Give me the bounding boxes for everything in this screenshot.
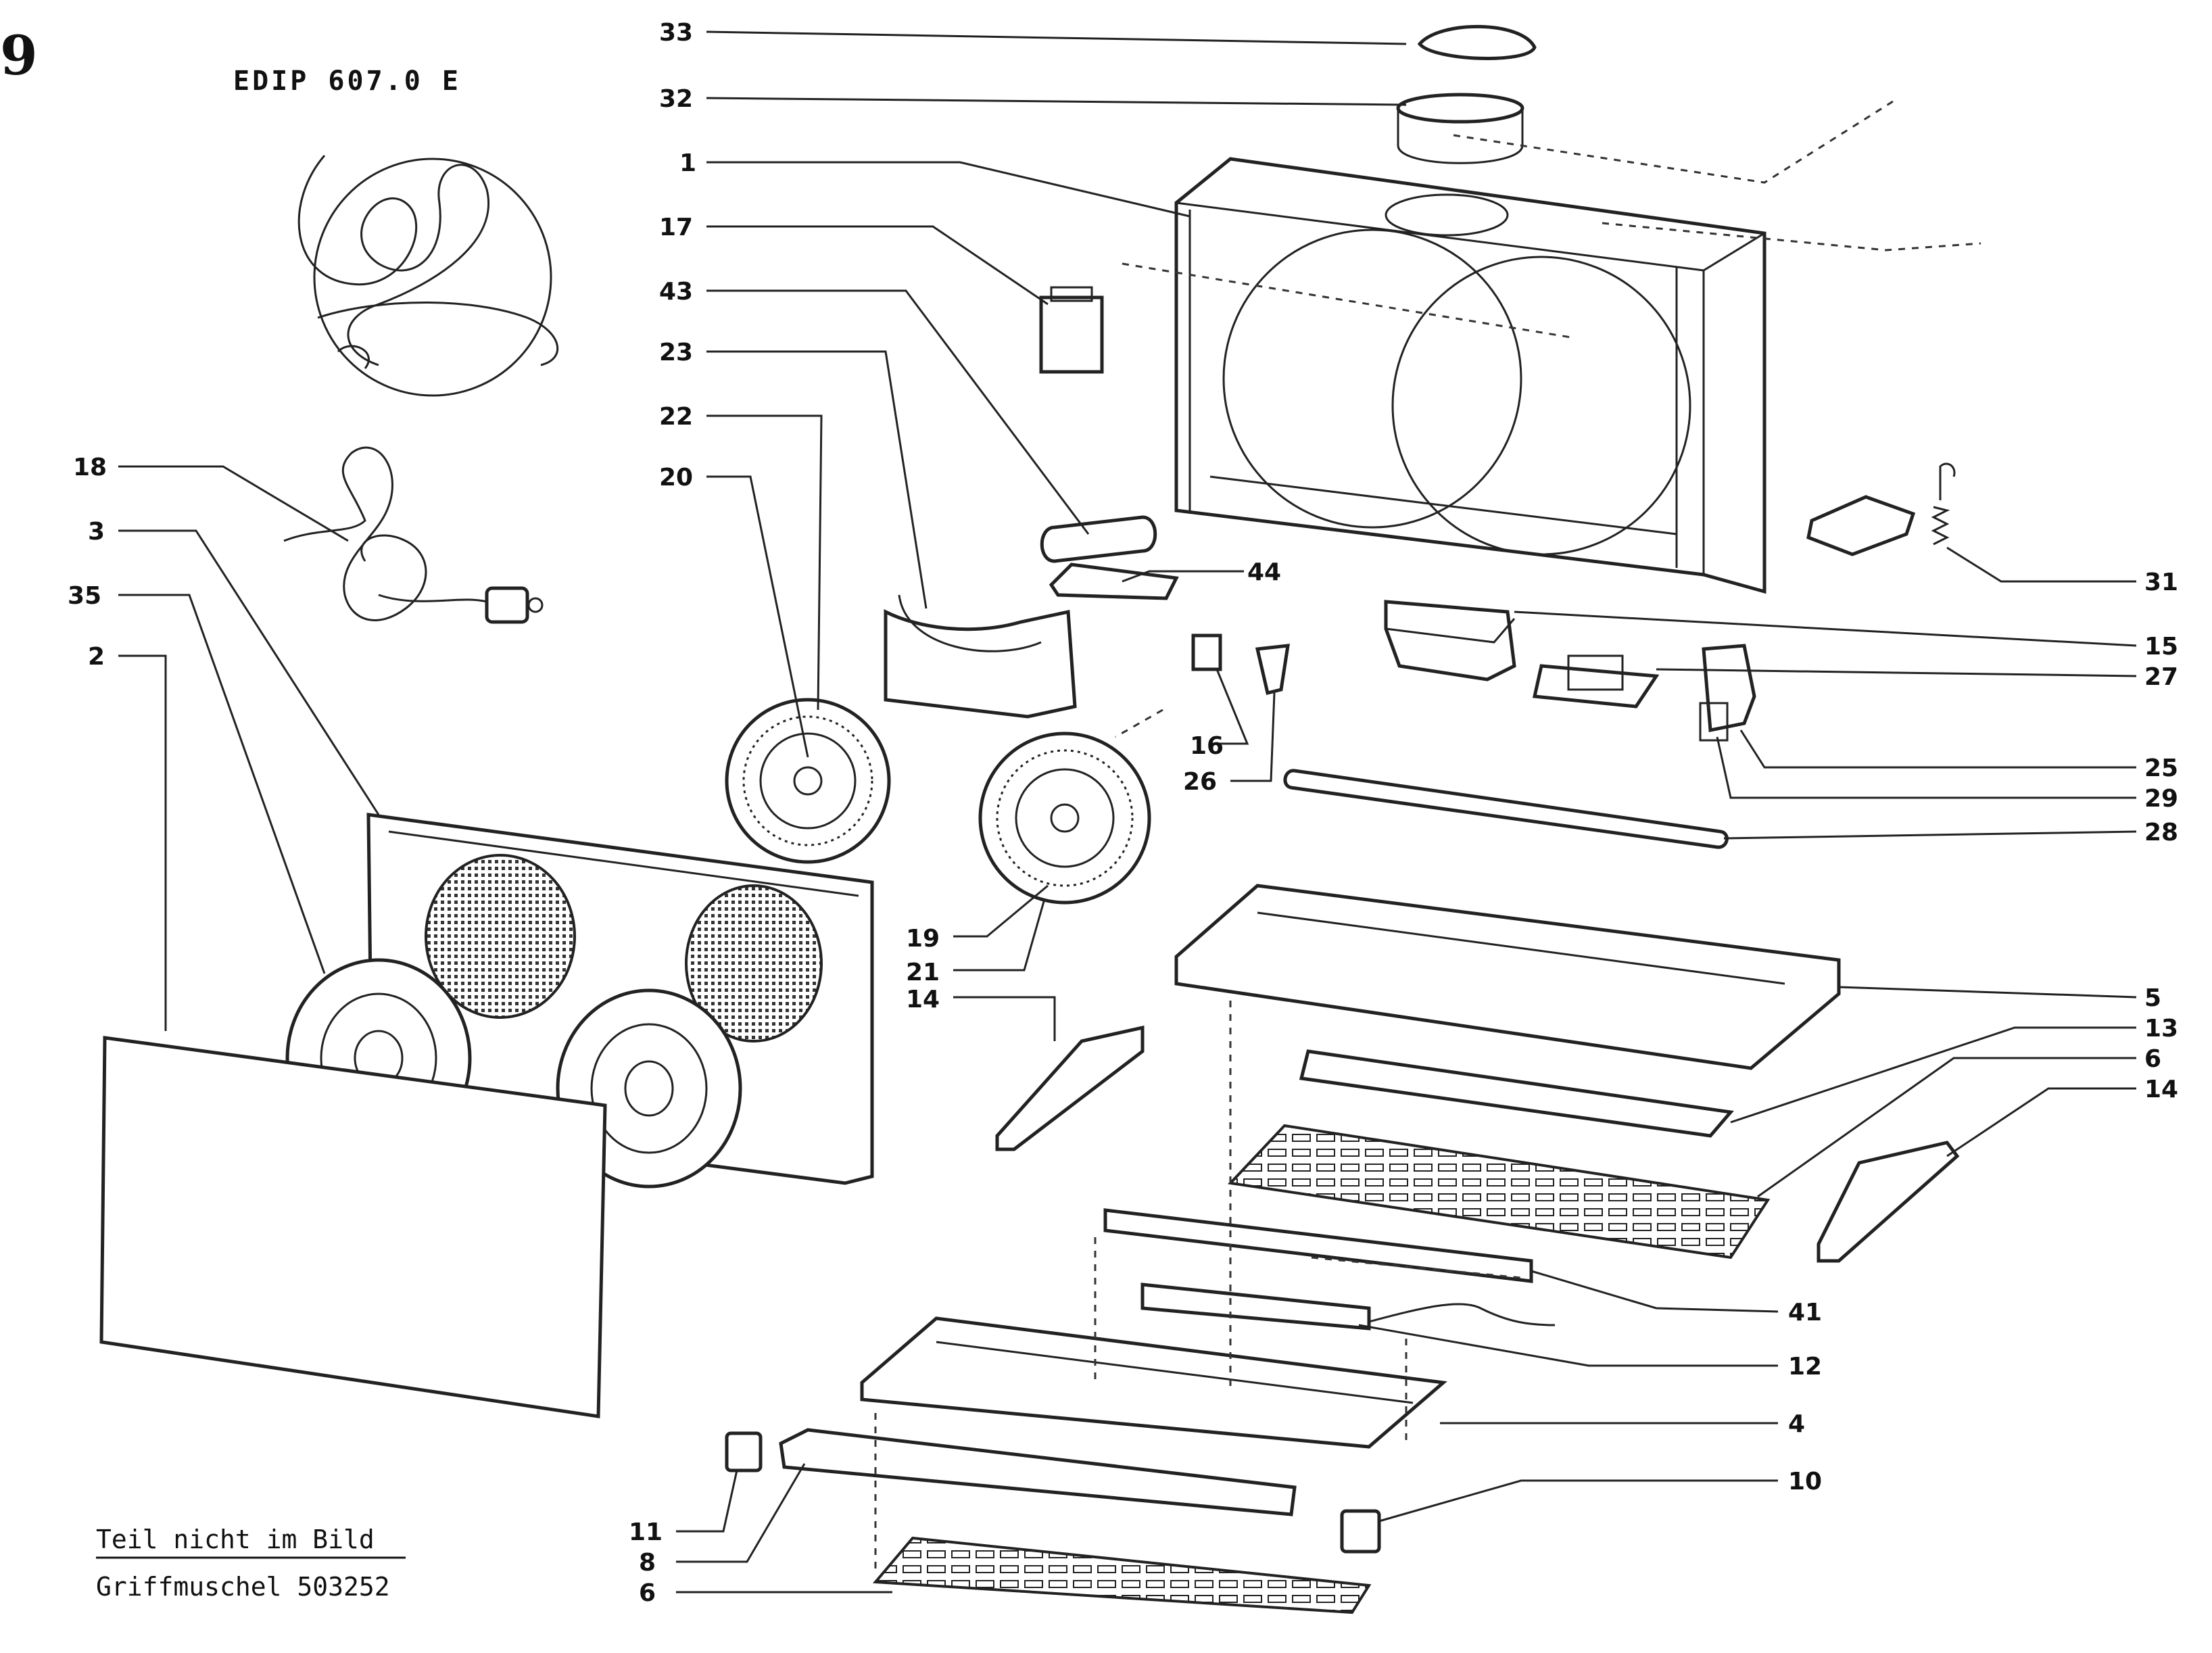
switch-bar-assembly: [1140, 1283, 1556, 1331]
note-block: Teil nicht im Bild Griffmuschel 503252: [96, 1525, 406, 1602]
part-number-labels: 33 32 1 17 43 23 22 20 18 3 35 2 44 16 2…: [68, 19, 2178, 1607]
label-10: 10: [1788, 1468, 1822, 1495]
vent-grille-upper: [1227, 1124, 1771, 1260]
label-32: 32: [659, 85, 693, 113]
label-6-upper: 6: [2144, 1045, 2161, 1073]
label-12: 12: [1788, 1353, 1822, 1381]
tension-spring: [1931, 462, 1956, 546]
label-22: 22: [659, 403, 693, 431]
lamp-socket: [1191, 633, 1222, 671]
fan-wheel-left: [725, 698, 891, 864]
label-5: 5: [2144, 984, 2161, 1012]
label-43: 43: [659, 278, 693, 306]
housing-body: [1174, 157, 1766, 594]
lamp-cover: [1299, 1049, 1734, 1138]
label-2: 2: [88, 643, 105, 671]
label-33: 33: [659, 19, 693, 47]
label-44: 44: [1247, 558, 1281, 586]
label-19: 19: [906, 925, 940, 953]
label-6-lower: 6: [639, 1579, 656, 1607]
label-16: 16: [1190, 732, 1224, 760]
fan-wheel-right: [978, 732, 1151, 905]
capacitor-bracket: [1049, 562, 1179, 600]
model-title: EDIP 607.0 E: [233, 66, 461, 97]
front-trim: [779, 1428, 1297, 1516]
label-27: 27: [2144, 663, 2178, 691]
power-cord-drawing: [283, 446, 544, 624]
fluorescent-tube: [1283, 769, 1729, 849]
label-31: 31: [2144, 569, 2178, 596]
slide-frame: [860, 1316, 1447, 1449]
label-21: 21: [906, 959, 940, 986]
label-13: 13: [2144, 1015, 2178, 1043]
label-17: 17: [659, 214, 693, 241]
outlet-cap: [1417, 24, 1537, 60]
wiring-loom-drawing: [297, 155, 559, 397]
lamp-clip: [1255, 644, 1290, 696]
end-cap-right: [1340, 1509, 1381, 1554]
label-26: 26: [1183, 768, 1217, 796]
label-20: 20: [659, 464, 693, 492]
label-28: 28: [2144, 819, 2178, 846]
label-23: 23: [659, 339, 693, 366]
cover-strip: [1103, 1208, 1533, 1283]
label-11: 11: [629, 1518, 663, 1546]
label-3: 3: [88, 518, 105, 546]
starter: [1699, 644, 1756, 742]
slide-rail-right: [1817, 1141, 1960, 1263]
label-18: 18: [73, 454, 107, 481]
note-heading: Teil nicht im Bild: [96, 1525, 375, 1554]
note-text: Griffmuschel 503252: [96, 1572, 390, 1602]
label-4: 4: [1788, 1410, 1805, 1438]
label-14-lower: 14: [2144, 1076, 2178, 1103]
label-41: 41: [1788, 1299, 1822, 1326]
vent-grille-lower: [872, 1536, 1372, 1614]
slide-rail-left: [995, 1025, 1145, 1151]
label-15: 15: [2144, 633, 2178, 661]
terminal-block: [1806, 495, 1916, 556]
outlet-ring: [1396, 93, 1524, 164]
label-8: 8: [639, 1549, 656, 1577]
label-35: 35: [68, 582, 101, 610]
lamp-frame: [1174, 884, 1841, 1070]
end-cap-left: [725, 1431, 763, 1472]
motor-mount: [884, 594, 1077, 719]
label-29: 29: [2144, 785, 2178, 813]
assembly-guide-lines: [874, 100, 1981, 1575]
switch-block: [1039, 286, 1104, 374]
starter-holder: [1532, 654, 1660, 709]
leader-lines: [118, 30, 2137, 1594]
label-14-upper: 14: [906, 986, 940, 1013]
front-panel: [99, 1036, 607, 1418]
capacitor: [1040, 515, 1157, 563]
label-25: 25: [2144, 754, 2178, 782]
choke-housing: [1384, 600, 1516, 681]
page-number: 9: [0, 24, 38, 87]
label-1: 1: [679, 149, 696, 177]
